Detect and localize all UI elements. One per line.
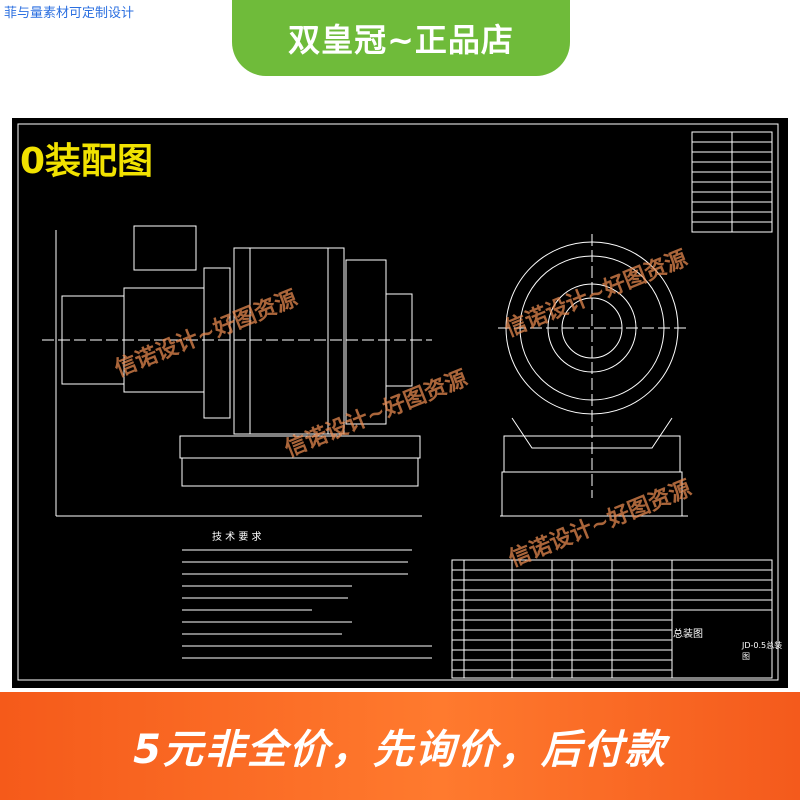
cad-linework: [17, 123, 779, 681]
title-block-label: 总装图: [673, 629, 703, 640]
price-banner: 5元非全价，先询价，后付款: [0, 692, 800, 800]
drawing-number: JD-0.5总装图: [742, 641, 783, 661]
store-banner-text: 双皇冠~正品店: [288, 21, 514, 59]
drawing-title: 0装配图: [20, 141, 154, 182]
technical-requirements-title: 技 术 要 求: [212, 532, 262, 543]
store-banner: 双皇冠~正品店: [232, 0, 570, 76]
cad-drawing: 0装配图 技 术 要 求 总装图 JD-0.5总装图 信诺设计~好图资源 信诺设…: [12, 118, 788, 688]
price-banner-text: 5元非全价，先询价，后付款: [133, 727, 667, 773]
top-note-text: 菲与量素材可定制设计: [4, 6, 135, 21]
